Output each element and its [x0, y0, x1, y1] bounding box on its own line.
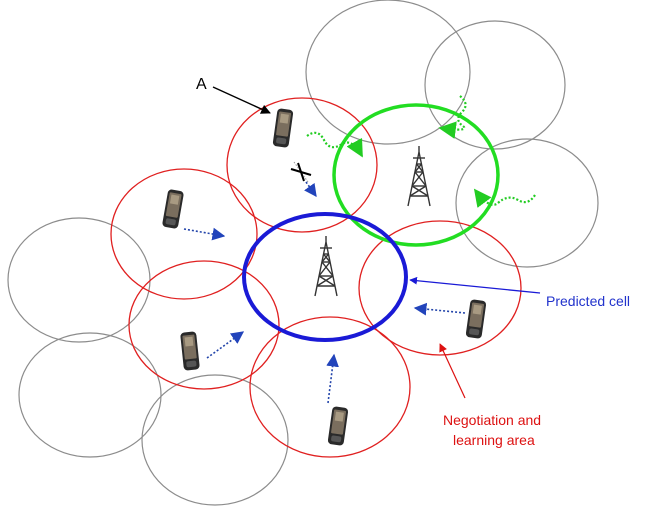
negotiation-arrow — [439, 343, 466, 399]
gray-cell-bottom — [141, 374, 289, 506]
cell-tower-icon — [407, 145, 431, 207]
mobile-phone-icon — [327, 406, 349, 446]
handover-cross-icon — [290, 161, 312, 183]
red-cell-left — [110, 168, 258, 300]
green-wavy-arrows — [306, 95, 536, 208]
point-a-arrow — [212, 86, 271, 114]
red-cell-lower-left — [128, 260, 280, 390]
cell-tower-icon — [314, 235, 338, 297]
red-cell-top — [226, 97, 378, 233]
gray-cell-bottom-left — [18, 332, 162, 458]
mobile-phone-icon — [161, 188, 185, 230]
blue-predicted-cell — [242, 212, 408, 342]
red-cells — [110, 97, 522, 458]
mobile-phone-icon — [272, 108, 294, 148]
red-cell-right — [358, 220, 522, 356]
predicted-cell-arrow — [409, 276, 541, 294]
gray-cell-top-left — [305, 0, 471, 145]
negotiation-label-line2: learning area — [453, 432, 535, 448]
point-a-label: A — [196, 76, 207, 93]
negotiation-label-line1: Negotiation and — [443, 412, 541, 428]
predicted-cell-label: Predicted cell — [546, 293, 630, 309]
gray-cell-right — [455, 138, 599, 268]
mobile-phone-icon — [465, 299, 487, 339]
gray-cell-top-right — [424, 20, 566, 150]
mobile-phone-icon — [180, 331, 200, 371]
movement-arrows — [183, 181, 466, 404]
red-cell-bottom — [249, 316, 411, 458]
green-cell — [332, 103, 500, 247]
